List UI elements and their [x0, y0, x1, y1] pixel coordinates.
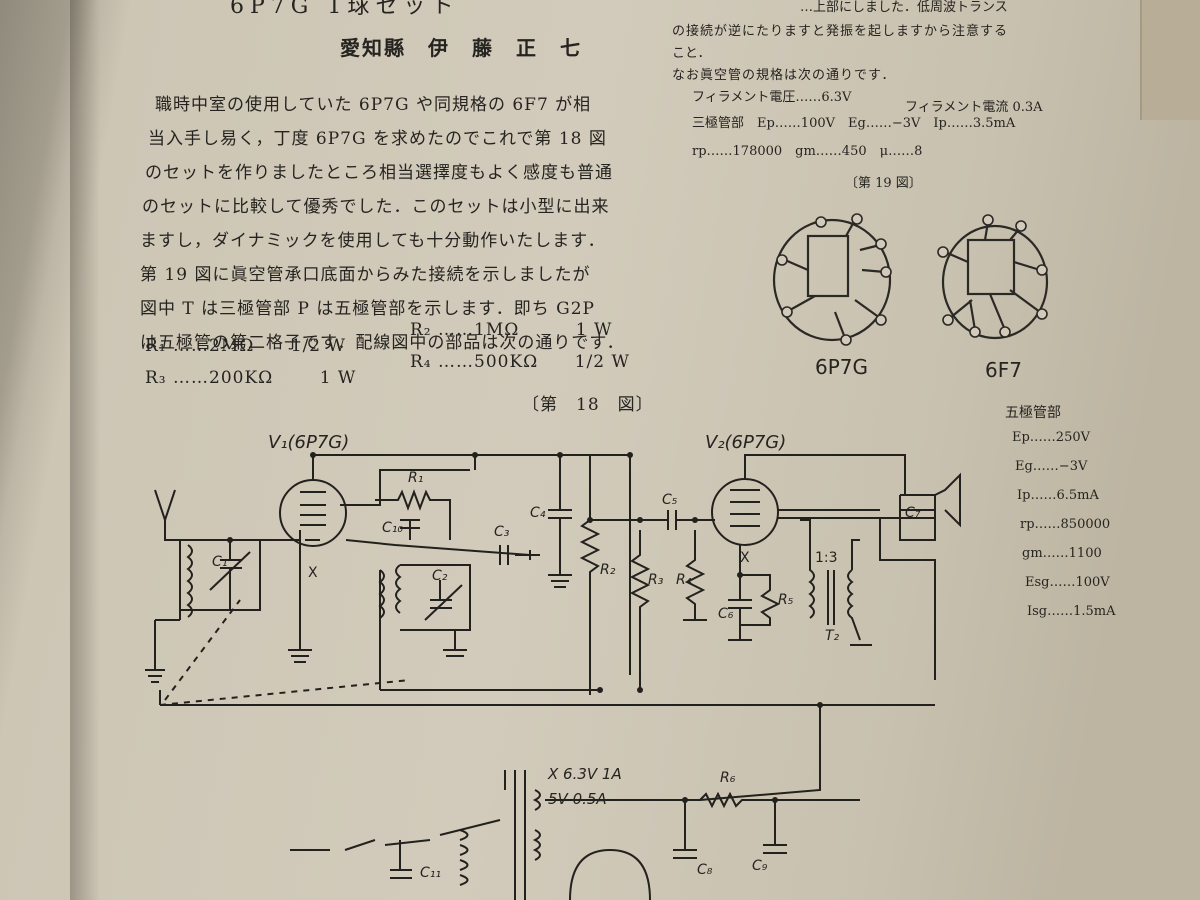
- body-line-4: のセットに比較して優秀でした．このセットは小型に出来: [142, 197, 610, 217]
- part-r1: R₁ ……2MΩ 1/2 W: [145, 336, 346, 356]
- pentode-gm: gm……1100: [1022, 546, 1102, 561]
- label-r1: R₁: [408, 470, 424, 486]
- label-c2: C₂: [432, 568, 448, 584]
- label-c11: C₁₁: [420, 865, 441, 881]
- part-r3-value: ……200KΩ: [173, 368, 274, 388]
- part-r4-value: ……500KΩ: [438, 352, 539, 372]
- label-c3: C₃: [494, 524, 510, 540]
- label-c8: C₈: [697, 862, 713, 878]
- socket-6p7g-outline: [772, 218, 892, 342]
- label-x1: X: [308, 565, 318, 581]
- article-title: 6P7G 1球セット: [230, 0, 460, 19]
- filament-current: フィラメント電流 0.3A: [905, 100, 1043, 115]
- figure-18-caption: 〔第 18 図〕: [522, 395, 654, 415]
- figure-19-caption: 〔第 19 図〕: [845, 176, 922, 191]
- label-heater-winding: X 6.3V 1A: [548, 765, 622, 783]
- v1-label: V₁(6P7G): [268, 432, 350, 453]
- pentode-rp: rp……850000: [1020, 517, 1111, 532]
- body-line-2: 当入手し易く，丁度 6P7G を求めたのでこれで第 18 図: [148, 129, 607, 149]
- pentode-ip: Ip……6.5mA: [1017, 488, 1099, 503]
- adjacent-page-edge: [1140, 0, 1200, 120]
- part-r2-watt: 1 W: [575, 320, 613, 340]
- label-r4: R₄: [676, 572, 692, 588]
- part-r4-watt: 1/2 W: [574, 352, 630, 372]
- triode-spec-line-2: rp……178000 gm……450 μ……8: [692, 144, 923, 159]
- author-line: 愛知縣 伊 藤 正 七: [340, 36, 582, 60]
- page-fold-shadow: [70, 0, 100, 900]
- right-line-1: の接続が逆にたりますと発振を起しますから注意する: [672, 24, 1009, 39]
- part-r3-name: R₃: [145, 368, 167, 388]
- part-r4-name: R₄: [410, 352, 432, 372]
- label-t2: T₂: [825, 628, 840, 644]
- label-r5: R₅: [778, 592, 794, 608]
- tube-label-6p7g: 6P7G: [815, 355, 869, 379]
- label-c5: C₅: [662, 492, 678, 508]
- pentode-ep: Ep……250V: [1012, 430, 1091, 445]
- pentode-esg: Esg……100V: [1025, 575, 1110, 590]
- part-r2-name: R₂: [410, 320, 432, 340]
- label-r6: R₆: [720, 770, 736, 786]
- antenna-symbol: [154, 489, 180, 541]
- label-c6: C₆: [718, 606, 734, 622]
- label-c9: C₉: [752, 858, 768, 874]
- v2-label: V₂(6P7G): [705, 432, 787, 453]
- pentode-isg: Isg……1.5mA: [1027, 604, 1116, 619]
- label-rectifier-winding: 5V 0.5A: [548, 790, 607, 808]
- label-c4: C₄: [530, 505, 546, 521]
- part-r3-watt: 1 W: [319, 368, 357, 388]
- part-r4: R₄ ……500KΩ 1/2 W: [410, 352, 630, 372]
- part-r2-value: ……1MΩ: [438, 320, 520, 340]
- body-line-8: は五極管の第二格子です．配線図中の部品は次の通りです．: [140, 333, 625, 353]
- spec-intro: なお眞空管の規格は次の通りです．: [672, 68, 896, 83]
- part-r1-value: ……2MΩ: [173, 336, 255, 356]
- label-c10: C₁₀: [382, 520, 403, 536]
- right-top-fragment: …上部にしました．低周波トランス: [800, 0, 1008, 15]
- pentode-eg: Eg……−3V: [1015, 459, 1088, 474]
- tube-label-6f7: 6F7: [985, 358, 1022, 382]
- v2-tube-envelope: [711, 478, 779, 546]
- part-r3: R₃ ……200KΩ 1 W: [145, 368, 356, 388]
- body-line-7: 図中 T は三極管部 P は五極管部を示します．即ち G2P: [140, 299, 595, 319]
- right-line-2: こと．: [672, 46, 711, 61]
- socket-6p7g-electrodes: [806, 234, 850, 298]
- body-line-1: 職時中室の使用していた 6P7G や同規格の 6F7 が相: [155, 95, 592, 115]
- part-r1-watt: 1/2 W: [290, 336, 347, 356]
- filament-voltage: フィラメント電圧……6.3V: [692, 90, 852, 105]
- socket-6f7-outline: [941, 224, 1049, 340]
- label-c7: C₇: [905, 505, 921, 521]
- pentode-title: 五極管部: [1005, 405, 1061, 421]
- label-x2: X: [740, 550, 750, 566]
- label-r3: R₃: [648, 572, 664, 588]
- body-line-6: 第 19 図に眞空管承口底面からみた接続を示しましたが: [140, 265, 591, 285]
- body-line-5: ますし，ダイナミックを使用しても十分動作いたします．: [140, 231, 606, 251]
- part-r1-name: R₁: [145, 336, 167, 356]
- part-r2: R₂ ……1MΩ 1 W: [410, 320, 612, 340]
- body-line-3: のセットを作りましたところ相当選擇度もよく感度も普通: [145, 163, 613, 183]
- triode-spec-line: 三極管部 Ep……100V Eg……−3V Ip……3.5mA: [692, 116, 1016, 131]
- label-ratio: 1:3: [815, 550, 838, 566]
- label-c1: C₁: [212, 554, 228, 570]
- v1-tube-envelope: [279, 479, 347, 547]
- label-r2: R₂: [600, 562, 616, 578]
